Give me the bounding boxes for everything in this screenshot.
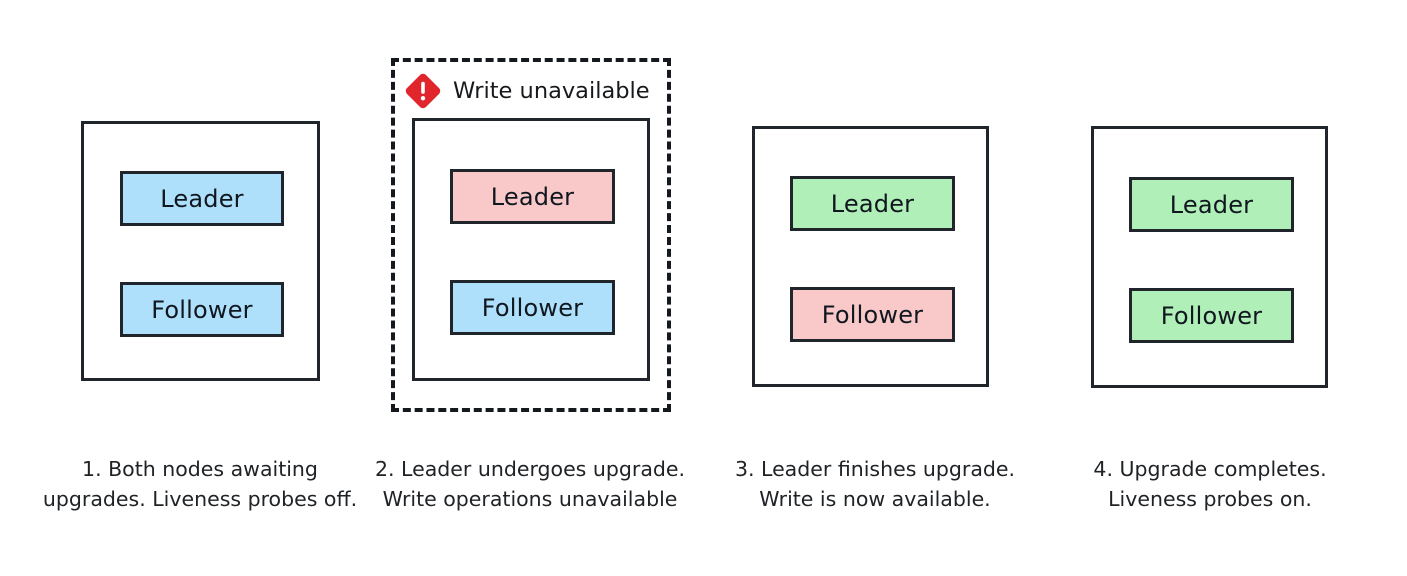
caption-step-2: 2. Leader undergoes upgrade. Write opera… [355, 455, 705, 514]
write-unavailable-region [391, 58, 671, 412]
node-follower-2: Follower [450, 280, 615, 335]
node-follower-3: Follower [790, 287, 955, 342]
node-container-2: Leader Follower [412, 118, 650, 381]
node-leader-3: Leader [790, 176, 955, 231]
caption-line-1: 4. Upgrade completes. [1093, 457, 1327, 481]
node-follower-4: Follower [1129, 288, 1294, 343]
node-follower-1: Follower [120, 282, 284, 337]
alert-header: Write unavailable [404, 72, 650, 110]
node-label: Follower [821, 300, 924, 329]
node-leader-4: Leader [1129, 177, 1294, 232]
caption-line-2: Write is now available. [759, 486, 991, 511]
caption-line-1: 2. Leader undergoes upgrade. [374, 457, 686, 481]
node-container-4: Leader Follower [1091, 126, 1328, 388]
node-label: Leader [1169, 190, 1254, 219]
caption-line-1: 3. Leader finishes upgrade. [734, 457, 1016, 481]
node-label: Follower [151, 295, 253, 324]
alert-label: Write unavailable [453, 77, 650, 104]
caption-line-2: upgrades. Liveness probes off. [42, 486, 358, 511]
caption-line-2: Liveness probes on. [1108, 486, 1312, 511]
node-label: Follower [481, 293, 584, 322]
panel-step-1: Leader Follower 1. Both nodes awaiting u… [0, 0, 400, 576]
caption-line-2: Write operations unavailable [382, 486, 678, 511]
node-label: Leader [160, 184, 244, 213]
node-label: Leader [830, 189, 915, 218]
panel-step-3: Leader Follower 3. Leader finishes upgra… [710, 126, 1040, 514]
node-label: Follower [1160, 301, 1263, 330]
node-label: Leader [490, 182, 575, 211]
caption-step-3: 3. Leader finishes upgrade. Write is now… [710, 455, 1040, 514]
warning-diamond-icon [405, 73, 441, 109]
caption-step-4: 4. Upgrade completes. Liveness probes on… [1050, 455, 1370, 514]
caption-step-1: 1. Both nodes awaiting upgrades. Livenes… [10, 455, 390, 514]
node-container-1: Leader Follower [81, 121, 320, 381]
node-container-3: Leader Follower [752, 126, 989, 387]
caption-line-1: 1. Both nodes awaiting [82, 457, 318, 481]
panel-step-2: Write unavailable Leader Follower 2. Lea… [355, 58, 705, 514]
node-leader-1: Leader [120, 171, 284, 226]
node-leader-2: Leader [450, 169, 615, 224]
